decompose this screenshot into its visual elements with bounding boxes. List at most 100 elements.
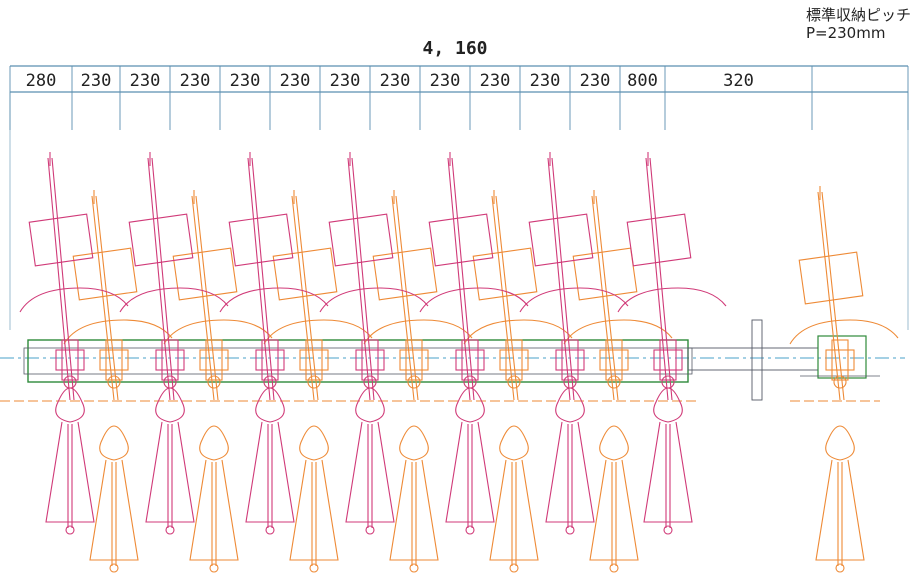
wheel-hub	[65, 525, 75, 535]
crank	[833, 375, 847, 389]
overall-dimension-label: 4, 160	[422, 38, 487, 59]
wheel-hub	[165, 525, 175, 535]
handlebar	[419, 287, 529, 313]
fork-line	[291, 195, 315, 401]
rear-frame	[145, 421, 195, 523]
segment-dimension-label: 800	[627, 71, 658, 91]
segment-dimension-label: 230	[530, 71, 561, 91]
lock-box	[499, 349, 529, 371]
basket	[428, 213, 494, 267]
fork-line	[251, 157, 275, 401]
handlebar	[463, 319, 573, 345]
rear-frame	[389, 459, 439, 561]
rear-frame	[589, 459, 639, 561]
saddle	[399, 425, 429, 461]
lock-box	[255, 349, 285, 371]
lock-box	[653, 349, 683, 371]
segment-dimension-label: 230	[580, 71, 611, 91]
clamp	[561, 339, 579, 381]
wheel-hub	[365, 525, 375, 535]
saddle	[653, 387, 683, 423]
handlebar	[163, 319, 273, 345]
rear-frame	[545, 421, 595, 523]
saddle	[299, 425, 329, 461]
connector-post	[751, 319, 763, 401]
basket	[372, 247, 438, 301]
fork-line	[395, 195, 419, 401]
fork-line	[91, 195, 115, 401]
handlebar	[617, 287, 727, 313]
rear-bicycle	[163, 190, 273, 573]
fork-line	[191, 195, 215, 401]
basket	[328, 213, 394, 267]
crank	[63, 375, 77, 389]
saddle	[555, 387, 585, 423]
clamp	[161, 339, 179, 381]
fork-line	[195, 195, 219, 401]
crank	[163, 375, 177, 389]
rear-frame	[489, 459, 539, 561]
crank	[107, 375, 121, 389]
saddle	[255, 387, 285, 423]
wheel-hub	[109, 563, 119, 573]
basket	[72, 247, 138, 301]
crank	[263, 375, 277, 389]
wheel-hub	[409, 563, 419, 573]
fork-line	[645, 157, 669, 401]
rear-bicycle	[63, 190, 173, 573]
crank	[363, 375, 377, 389]
lock-box	[99, 349, 129, 371]
segment-dimension-label: 230	[130, 71, 161, 91]
crank	[307, 375, 321, 389]
main-rack-frame	[27, 339, 689, 383]
rear-bicycle	[263, 190, 373, 573]
crank	[407, 375, 421, 389]
wheel-hub	[609, 563, 619, 573]
basket	[128, 213, 194, 267]
fork-line	[347, 157, 371, 401]
wheel-hub	[835, 563, 845, 573]
fork-line	[47, 157, 71, 401]
fork-line	[95, 195, 119, 401]
storage-pitch-value: P=230mm	[805, 24, 886, 42]
rear-bicycle	[363, 190, 473, 573]
wheel-hub	[465, 525, 475, 535]
crank	[607, 375, 621, 389]
saddle	[355, 387, 385, 423]
segment-dimension-label: 230	[280, 71, 311, 91]
crank	[207, 375, 221, 389]
front-bicycle	[19, 152, 129, 535]
handlebar	[263, 319, 373, 345]
fork-line	[595, 195, 619, 401]
fork-line	[147, 157, 171, 401]
handlebar	[63, 319, 173, 345]
lock-box	[555, 349, 585, 371]
saddle	[499, 425, 529, 461]
main-rack-rail	[23, 347, 693, 375]
rear-frame	[643, 421, 693, 523]
saddle	[199, 425, 229, 461]
fork-line	[495, 195, 519, 401]
segment-dimension-label: 280	[26, 71, 57, 91]
segment-dimension-label: 230	[330, 71, 361, 91]
segment-dimension-label: 320	[723, 71, 754, 91]
rack-layer	[0, 319, 905, 402]
front-bicycle	[119, 152, 229, 535]
fork-line	[451, 157, 475, 401]
clamp	[205, 339, 223, 381]
storage-pitch-title: 標準収納ピッチ	[805, 6, 911, 24]
clamp	[405, 339, 423, 381]
lock-box	[299, 349, 329, 371]
rear-frame	[345, 421, 395, 523]
lock-box	[399, 349, 429, 371]
rear-frame	[245, 421, 295, 523]
fork-line	[351, 157, 375, 401]
segment-dimension-label: 230	[230, 71, 261, 91]
saddle	[155, 387, 185, 423]
segment-dimension-label: 230	[480, 71, 511, 91]
basket	[28, 213, 94, 267]
lock-box	[599, 349, 629, 371]
